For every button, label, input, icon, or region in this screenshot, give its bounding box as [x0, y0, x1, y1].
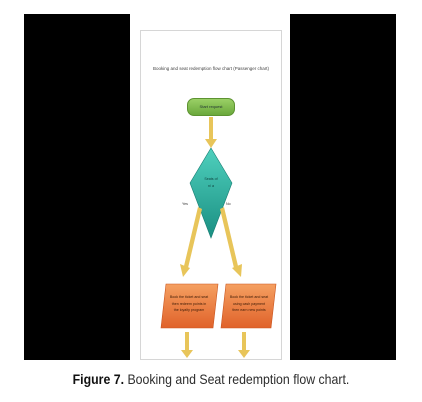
black-bar-left	[24, 14, 130, 360]
arrowhead-left-down	[181, 350, 193, 358]
figure-caption-prefix: Figure 7.	[72, 371, 125, 387]
arrow-yes-branch	[184, 207, 202, 268]
decision-label-line1: Seats of	[204, 177, 218, 181]
branch-label-no: No	[226, 202, 231, 206]
decision-diamond	[189, 147, 233, 239]
black-bar-right	[290, 14, 396, 360]
decision-label-line2: n/ a	[208, 184, 214, 188]
process-left-line: then redeem points in	[171, 301, 207, 306]
process-right-line: using cash payment	[233, 301, 265, 306]
process-right-line: Book the ticket and seat	[229, 295, 269, 299]
flowchart-title: Booking and seat redemption flow chart (…	[152, 66, 270, 71]
process-right-text: Book the ticket and seat using cash paym…	[222, 294, 276, 314]
process-right-line: then earn new points	[232, 308, 266, 312]
process-box-left	[160, 283, 219, 329]
arrow-no-branch	[220, 207, 238, 268]
figure-caption: Figure 7. Booking and Seat redemption fl…	[25, 371, 396, 387]
arrowhead-decision	[205, 139, 217, 148]
figure-caption-text: Booking and Seat redemption flow chart.	[124, 371, 350, 387]
process-left-line: Book the ticket and seat	[169, 295, 209, 299]
start-node: Start request	[187, 98, 235, 116]
arrowhead-yes	[180, 264, 190, 277]
arrowhead-no	[232, 264, 242, 277]
arrow-left-down	[185, 332, 189, 352]
process-left-text: Book the ticket and seat then redeem poi…	[162, 294, 216, 314]
decision-label: Seats of n/ a	[190, 176, 232, 190]
branch-label-yes: Yes	[182, 202, 188, 206]
arrow-right-down	[242, 332, 246, 352]
process-box-right	[220, 283, 277, 329]
arrowhead-right-down	[238, 350, 250, 358]
arrow-start-to-decision	[209, 117, 213, 141]
process-left-line: the loyalty program	[173, 308, 205, 312]
